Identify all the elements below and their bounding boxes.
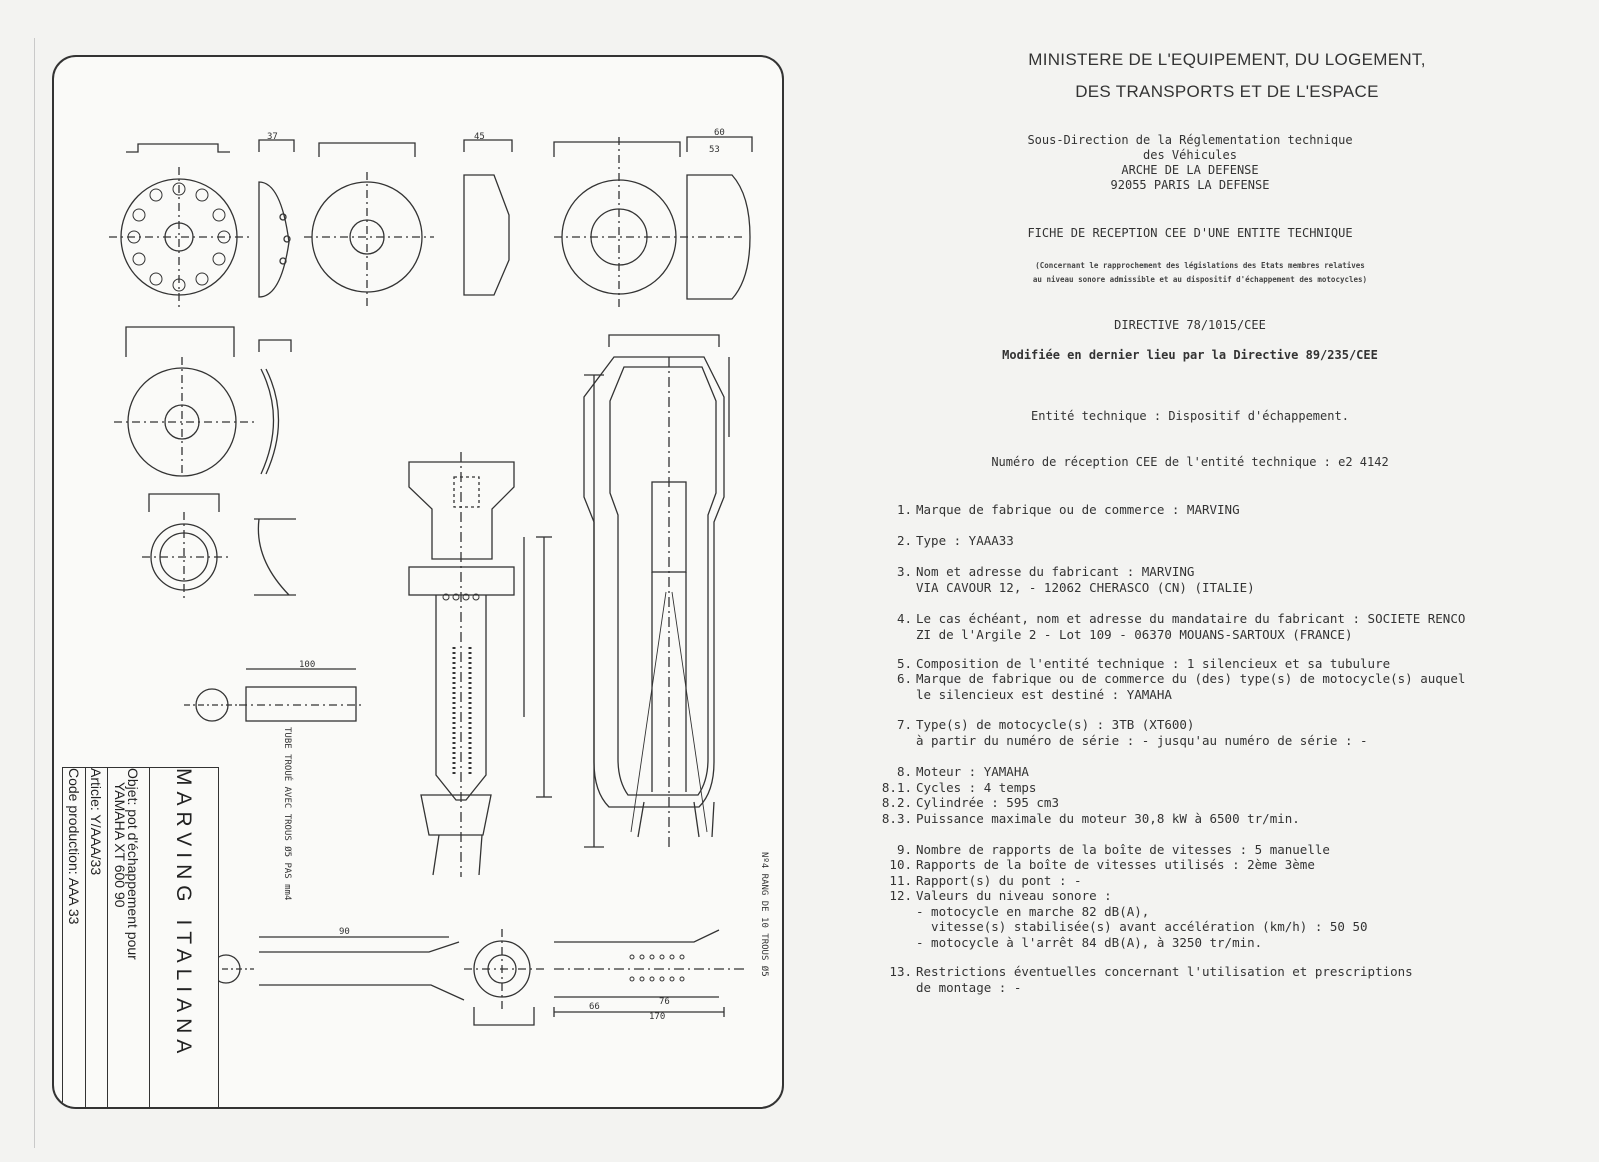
address-line-3: ARCHE DE LA DEFENSE [1121, 163, 1259, 177]
dim-53: 53 [709, 145, 720, 155]
item-8: 8.Moteur : YAMAHA [896, 764, 1029, 779]
item-list: 1.Marque de fabrique ou de commerce : MA… [860, 500, 1550, 1060]
object-model: YAMAHA XT 600 90 [111, 782, 128, 908]
drawing-note-rows: Nº4 RANG DE 10 TROUS Ø5 [759, 852, 769, 977]
title-block-code-row: Code production: AAA 33 [63, 768, 86, 1107]
title-block-article-row: Article: Y/AAA/33 [85, 768, 108, 1107]
address-line-2: des Véhicules [1143, 148, 1237, 162]
drawing-title-block: Code production: AAA 33 Article: Y/AAA/3… [62, 767, 219, 1107]
exhaust-technical-drawing: 37 45 60 53 100 90 170 66 76 [109, 128, 753, 1026]
item-12: 12.Valeurs du niveau sonore :- motocycle… [889, 888, 1368, 950]
item-1: 1.Marque de fabrique ou de commerce : MA… [896, 502, 1240, 517]
title-block-object-row: Objet: pot d'échappement pour YAMAHA XT … [107, 768, 150, 1107]
technical-entity: Entité technique : Dispositif d'échappem… [1031, 409, 1349, 423]
ministry-line-1: MINISTERE DE L'EQUIPEMENT, DU LOGEMENT, [1028, 50, 1426, 69]
dim-60: 60 [714, 128, 725, 138]
item-6: 6.Marque de fabrique ou de commerce du (… [896, 671, 1466, 702]
item-8-2: 8.2.Cylindrée : 595 cm3 [881, 795, 1059, 810]
address-block: Sous-Direction de la Réglementation tech… [990, 133, 1390, 193]
note-line-2: au niveau sonore admissible et au dispos… [1032, 275, 1368, 284]
ministry-line-2: DES TRANSPORTS ET DE L'ESPACE [1075, 82, 1379, 101]
item-10: 10.Rapports de la boîte de vitesses util… [889, 857, 1315, 872]
company-name: MARVING ITALIANA [172, 768, 195, 1060]
dim-45: 45 [474, 132, 485, 142]
item-7: 7.Type(s) de motocycle(s) : 3TB (XT600)à… [896, 717, 1368, 748]
item-2: 2.Type : YAAA33 [896, 533, 1014, 548]
title-block-company-row: MARVING ITALIANA [149, 768, 217, 1107]
dim-170: 170 [649, 1012, 665, 1022]
item-5: 5.Composition de l'entité technique : 1 … [896, 656, 1391, 671]
technical-drawing-sheet: 37 45 60 53 100 90 170 66 76 TUBE TROUÉ … [52, 55, 784, 1109]
address-line-4: 92055 PARIS LA DEFENSE [1110, 178, 1270, 192]
fiche-title: FICHE DE RECEPTION CEE D'UNE ENTITE TECH… [1027, 226, 1353, 240]
directive-note: (Concernant le rapprochement des législa… [980, 259, 1420, 287]
object-label: Objet: pot d'échappement pour [125, 768, 142, 960]
item-11: 11.Rapport(s) du pont : - [889, 873, 1082, 888]
item-8-1: 8.1.Cycles : 4 temps [881, 780, 1037, 795]
directive-number: DIRECTIVE 78/1015/CEE [1114, 318, 1266, 332]
dim-90: 90 [339, 927, 350, 937]
address-line-1: Sous-Direction de la Réglementation tech… [1027, 133, 1353, 147]
dim-37: 37 [267, 132, 278, 142]
scan-edge [34, 38, 35, 1148]
note-line-1: (Concernant le rapprochement des législa… [1035, 261, 1365, 270]
modified-directive: Modifiée en dernier lieu par la Directiv… [1002, 348, 1378, 362]
production-code: Code production: AAA 33 [66, 768, 82, 925]
item-4: 4.Le cas échéant, nom et adresse du mand… [896, 611, 1466, 642]
item-8-3: 8.3.Puissance maximale du moteur 30,8 kW… [881, 811, 1300, 826]
dim-66: 66 [589, 1002, 600, 1012]
reception-number: Numéro de réception CEE de l'entité tech… [991, 455, 1389, 469]
drawing-note-tube: TUBE TROUÉ AVEC TROUS Ø5 PAS mm4 [282, 727, 292, 901]
dim-100: 100 [299, 660, 315, 670]
dim-76: 76 [659, 997, 670, 1007]
item-13: 13.Restrictions éventuelles concernant l… [889, 964, 1413, 995]
item-9: 9.Nombre de rapports de la boîte de vite… [896, 842, 1330, 857]
article-code: Article: Y/AAA/33 [88, 768, 104, 876]
